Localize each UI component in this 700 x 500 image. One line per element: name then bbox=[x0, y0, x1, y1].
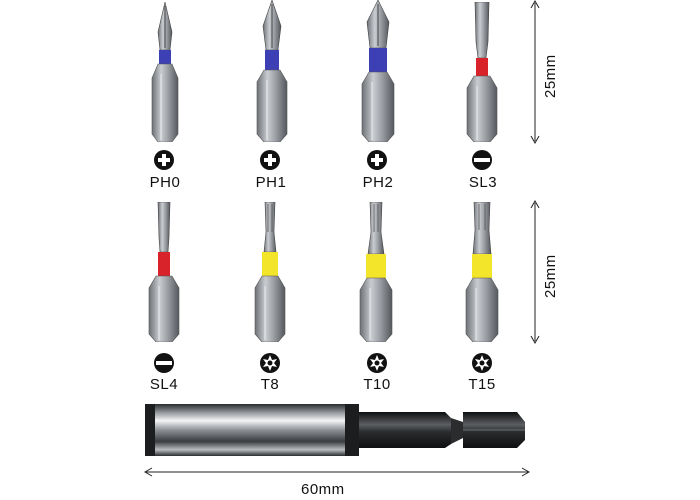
bit-t8-shape bbox=[254, 202, 286, 342]
dimension-line-row1 bbox=[530, 0, 540, 145]
bit-ph1 bbox=[252, 0, 292, 142]
phillips-icon bbox=[154, 150, 174, 170]
bit-holder-shape bbox=[145, 404, 525, 456]
bit-t15 bbox=[462, 202, 502, 342]
bit-t15-shape bbox=[465, 202, 499, 342]
bit-ph2 bbox=[356, 0, 400, 142]
torx-icon bbox=[472, 353, 492, 373]
label-ph0: PH0 bbox=[149, 174, 181, 191]
label-t8: T8 bbox=[260, 376, 280, 393]
label-ph2: PH2 bbox=[362, 174, 394, 191]
torx-icon bbox=[260, 353, 280, 373]
dimension-line-holder bbox=[143, 467, 531, 477]
slotted-icon bbox=[472, 150, 492, 170]
label-t10: T10 bbox=[363, 376, 391, 393]
dimension-line-row2 bbox=[530, 200, 540, 345]
phillips-icon bbox=[260, 150, 280, 170]
torx-icon bbox=[367, 353, 387, 373]
label-sl3: SL3 bbox=[468, 174, 498, 191]
slotted-icon bbox=[154, 353, 174, 373]
dimension-label-holder: 60mm bbox=[301, 481, 345, 498]
bit-t10 bbox=[356, 202, 396, 342]
bit-sl3-shape bbox=[466, 2, 498, 142]
phillips-icon bbox=[367, 150, 387, 170]
bit-sl4 bbox=[144, 202, 184, 342]
bit-ph0-shape bbox=[151, 2, 179, 142]
bit-ph1-shape bbox=[256, 0, 288, 142]
label-sl4: SL4 bbox=[149, 376, 179, 393]
bit-sl3 bbox=[462, 2, 502, 142]
bit-t10-shape bbox=[359, 202, 393, 342]
label-t15: T15 bbox=[468, 376, 496, 393]
bit-sl4-shape bbox=[148, 202, 180, 342]
bit-holder bbox=[145, 400, 527, 460]
dimension-label-row1: 25mm bbox=[542, 54, 559, 98]
bit-ph0 bbox=[148, 2, 182, 142]
dimension-label-row2: 25mm bbox=[542, 254, 559, 298]
bit-ph2-shape bbox=[361, 0, 395, 142]
bit-t8 bbox=[250, 202, 290, 342]
label-ph1: PH1 bbox=[255, 174, 287, 191]
